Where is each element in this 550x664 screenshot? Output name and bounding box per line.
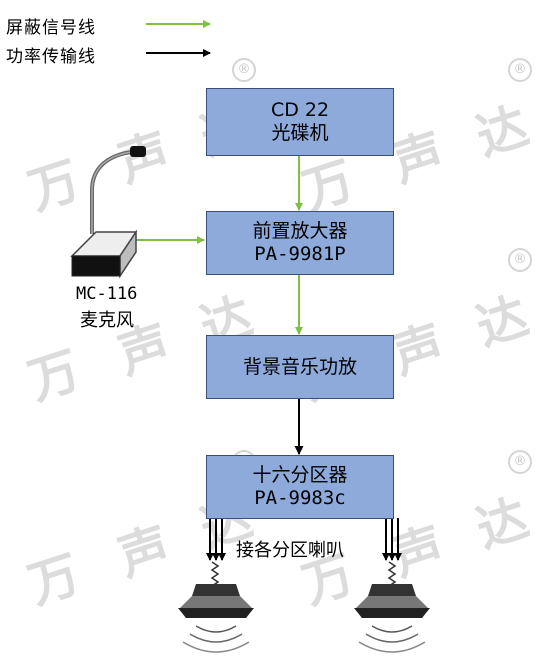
speaker-icon xyxy=(354,561,430,653)
node-model: PA-9981P xyxy=(254,243,346,265)
mic-name-label: 麦克风 xyxy=(80,310,134,331)
node-preamp: 前置放大器 PA-9981P xyxy=(206,211,394,275)
speaker-icon xyxy=(178,561,254,653)
node-title: 十六分区器 xyxy=(252,464,348,486)
mic-model-label: MC-116 xyxy=(76,284,138,304)
microphone-icon xyxy=(70,146,146,279)
node-title: 前置放大器 xyxy=(252,220,348,242)
legend-power-label: 功率传输线 xyxy=(6,47,96,67)
node-title: CD 22 xyxy=(270,99,330,121)
node-cd-player: CD 22 光碟机 xyxy=(206,88,394,156)
legend-shielded-label: 屏蔽信号线 xyxy=(6,18,96,38)
speakers-label: 接各分区喇叭 xyxy=(236,540,344,561)
registered-mark: ® xyxy=(508,450,532,474)
speaker-lines-left xyxy=(206,518,226,561)
node-subtitle: 光碟机 xyxy=(271,122,329,144)
node-model: PA-9983c xyxy=(254,487,346,509)
registered-mark: ® xyxy=(508,58,532,82)
node-power-amp: 背景音乐功放 xyxy=(206,335,394,399)
registered-mark: ® xyxy=(508,248,532,272)
node-title: 背景音乐功放 xyxy=(242,355,357,378)
node-zoner: 十六分区器 PA-9983c xyxy=(206,455,394,519)
speaker-lines-right xyxy=(382,518,402,561)
registered-mark: ® xyxy=(232,58,256,82)
